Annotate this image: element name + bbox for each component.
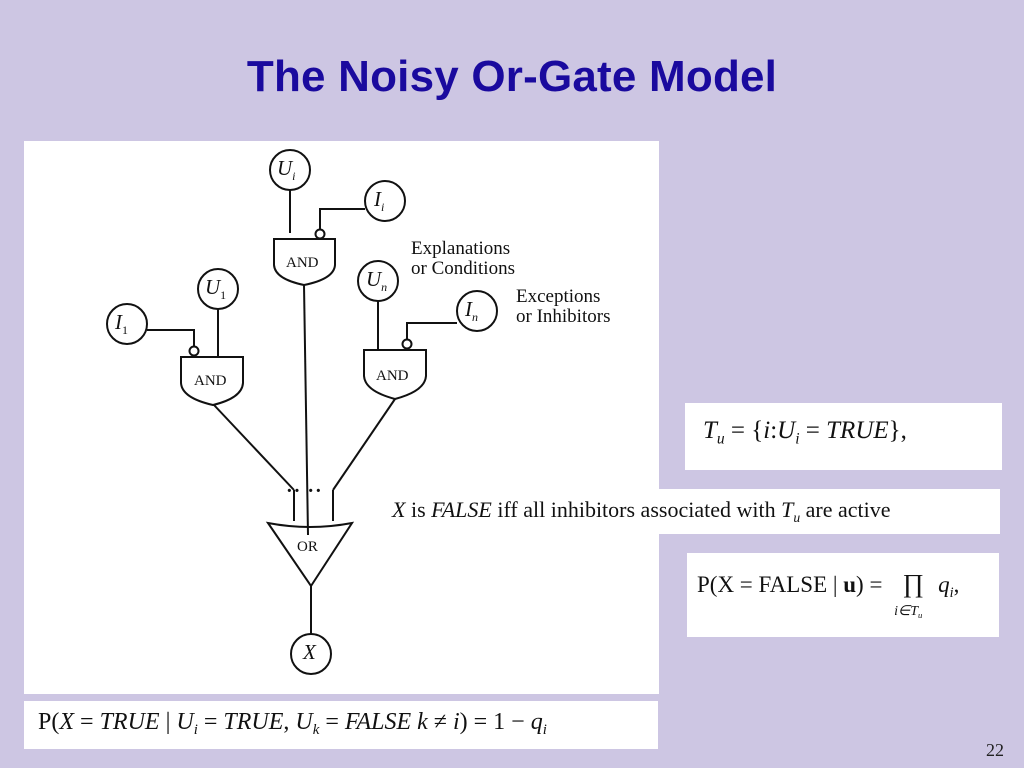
and-label-center: AND (286, 255, 319, 271)
and-gate-left (180, 356, 244, 407)
bottom-equation: P(X = TRUE | Ui = TRUE, Uk = FALSE k ≠ i… (24, 701, 658, 749)
and-gate-center (273, 238, 336, 287)
ellipsis: ·· ·· (286, 480, 323, 502)
tu-equation: Tu = {i:Ui = TRUE}, (685, 403, 1002, 470)
node-i-n (456, 290, 498, 332)
node-i-1 (106, 303, 148, 345)
node-x-label: X (303, 640, 316, 664)
node-i-i (364, 180, 406, 222)
node-u-1-label: U1 (205, 275, 227, 303)
page-number: 22 (986, 740, 1004, 760)
false-statement: X is FALSE iff all inhibitors associated… (390, 489, 1000, 534)
node-u-i-label: Ui (277, 156, 296, 184)
node-i-1-label: I1 (115, 310, 128, 338)
node-i-i-label: Ii (374, 187, 385, 215)
or-gate (265, 521, 355, 588)
explanations-annotation: Explanations or Conditions (411, 238, 515, 279)
node-u-n-label: Un (366, 267, 388, 295)
and-label-right: AND (376, 368, 409, 384)
node-i-n-label: In (465, 297, 478, 325)
and-gate-right (363, 349, 427, 401)
exceptions-annotation: Exceptions or Inhibitors (516, 286, 611, 327)
node-x (290, 633, 332, 675)
diagram-svg (106, 149, 498, 675)
and-label-left: AND (194, 373, 227, 389)
or-label: OR (297, 539, 318, 555)
noisy-or-diagram: Ui Ii U1 I1 Un In X AND AND AND OR ·· ··… (24, 141, 659, 694)
slide-title: The Noisy Or-Gate Model (246, 52, 778, 101)
product-operator: ∏i∈Tu (894, 569, 924, 621)
